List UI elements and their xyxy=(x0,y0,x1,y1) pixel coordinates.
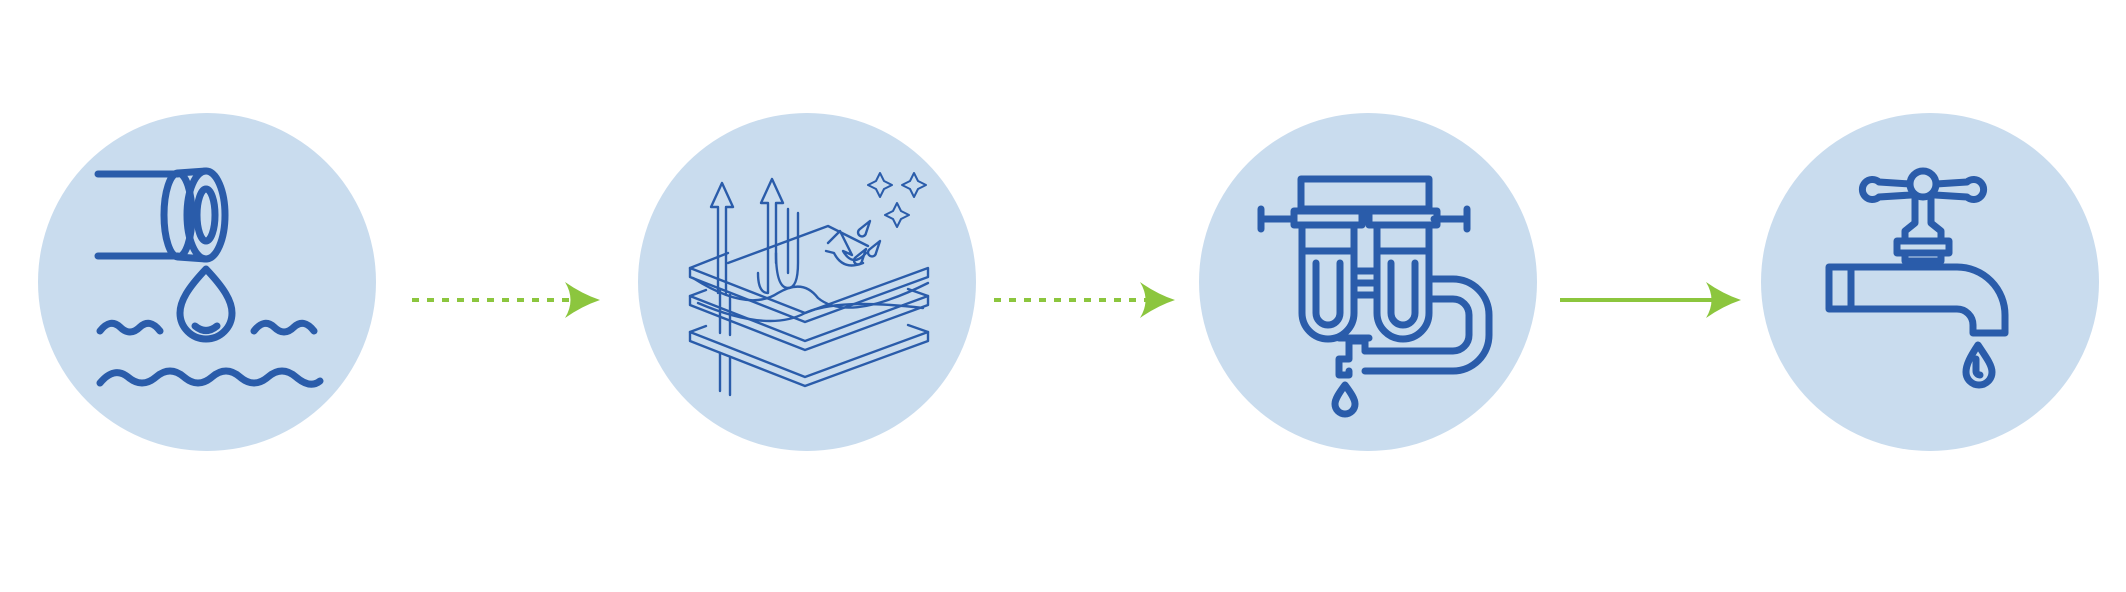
arrow-right-icon xyxy=(994,282,1175,318)
step-water-intake xyxy=(38,113,376,451)
flow-connector-2 xyxy=(992,270,1184,330)
arrow-right-icon xyxy=(412,282,600,318)
step-clean-water-tap xyxy=(1761,113,2099,451)
flow-connector-3 xyxy=(1558,270,1750,330)
water-intake-pipe-icon xyxy=(38,113,376,451)
step-circle xyxy=(1761,113,2099,451)
filtration-layers-icon xyxy=(638,113,976,451)
twin-cartridge-filter-icon xyxy=(1199,113,1537,451)
arrow-right-icon xyxy=(1560,282,1741,318)
step-filtration xyxy=(638,113,976,451)
step-cartridge-filter xyxy=(1199,113,1537,451)
step-circle xyxy=(38,113,376,451)
step-circle xyxy=(638,113,976,451)
water-tap-icon xyxy=(1761,113,2099,451)
flow-connector-1 xyxy=(410,270,610,330)
